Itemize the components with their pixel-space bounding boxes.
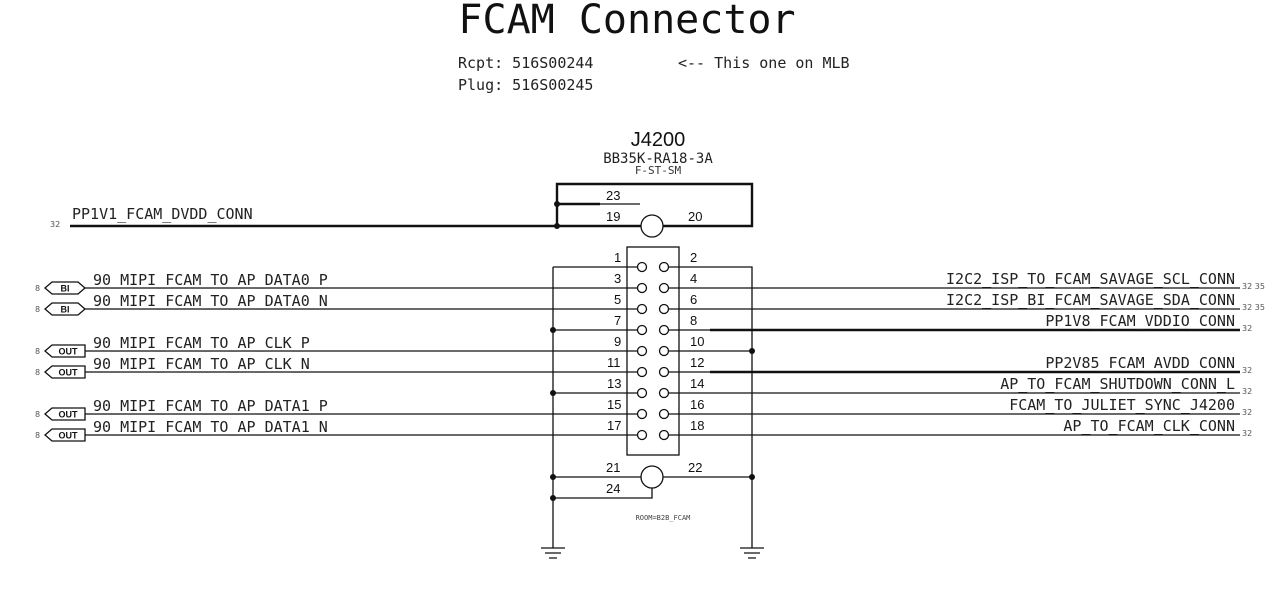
net-vddio: PP1V8_FCAM_VDDIO_CONN: [1045, 312, 1235, 330]
pin-circles: [636, 261, 670, 441]
pin-11-label: 11: [607, 355, 621, 370]
port-flag-out: OUT: [44, 407, 86, 421]
pin-21-label: 21: [606, 460, 620, 475]
port-flag-out: OUT: [44, 428, 86, 442]
pin-5-label: 5: [614, 292, 621, 307]
connector-refdes: J4200: [631, 129, 686, 151]
dvdd-page-ref: 32: [50, 220, 60, 229]
pin-12-label: 12: [690, 355, 704, 370]
junction-dot: [550, 495, 556, 501]
pin-6-label: 6: [690, 292, 697, 307]
svg-text:BI: BI: [61, 305, 70, 315]
pin-9-label: 9: [614, 334, 621, 349]
net-i2c-scl: I2C2_ISP_TO_FCAM_SAVAGE_SCL_CONN: [946, 270, 1235, 288]
left-ground-bus: [550, 266, 637, 548]
left-page-refs: 8 8 8 8 8 8: [35, 284, 40, 440]
pin-4-label: 4: [690, 271, 697, 286]
svg-text:8: 8: [35, 305, 40, 314]
pin-10-label: 10: [690, 334, 704, 349]
svg-text:OUT: OUT: [59, 410, 79, 420]
page-title: FCAM Connector: [458, 0, 795, 43]
junction-dot: [550, 474, 556, 480]
dvdd-net-label: PP1V1_FCAM_DVDD_CONN: [72, 205, 253, 223]
right-signal-wires: [669, 287, 1240, 436]
net-shutdown: AP_TO_FCAM_SHUTDOWN_CONN_L: [1000, 375, 1235, 393]
svg-text:8: 8: [35, 368, 40, 377]
net-juliet-sync: FCAM_TO_JULIET_SYNC_J4200: [1009, 396, 1235, 414]
pin-24-label: 24: [606, 481, 620, 496]
pin-15-label: 15: [607, 397, 621, 412]
svg-text:8: 8: [35, 284, 40, 293]
svg-text:32: 32: [1242, 429, 1252, 438]
pin-23-label: 23: [606, 188, 620, 203]
svg-text:32 35: 32 35: [1242, 303, 1265, 312]
connector-variant: F-ST-SM: [635, 164, 682, 177]
svg-text:OUT: OUT: [59, 347, 79, 357]
net-data1-p: 90_MIPI_FCAM_TO_AP_DATA1_P: [93, 397, 328, 415]
room-label: ROOM=B2B_FCAM: [636, 514, 691, 522]
pin-3-label: 3: [614, 271, 621, 286]
net-data0-n: 90_MIPI_FCAM_TO_AP_DATA0_N: [93, 292, 328, 310]
port-flag-out: OUT: [44, 344, 86, 358]
pin-16-label: 16: [690, 397, 704, 412]
junction-dot: [749, 474, 755, 480]
port-flag-bi: BI: [44, 302, 86, 316]
pin-numbers: 1 2 3 4 5 6 7 8 9 10 11 12 13 14 15 16 1…: [607, 250, 704, 433]
pin-19-label: 19: [606, 209, 620, 224]
pin-14-label: 14: [690, 376, 704, 391]
svg-text:BI: BI: [61, 284, 70, 294]
shield-pin-circle: [640, 465, 664, 489]
bottom-shield-loop: 21 22 24 ROOM=B2B_FCAM: [550, 460, 755, 522]
right-ground-bus: [669, 266, 755, 548]
mlb-note: <-- This one on MLB: [678, 54, 850, 72]
junction-dot: [554, 201, 560, 207]
left-net-labels: 90_MIPI_FCAM_TO_AP_DATA0_P 90_MIPI_FCAM_…: [93, 271, 328, 436]
svg-text:OUT: OUT: [59, 431, 79, 441]
net-data0-p: 90_MIPI_FCAM_TO_AP_DATA0_P: [93, 271, 328, 289]
ground-icon: [541, 547, 565, 559]
pin-2-label: 2: [690, 250, 697, 265]
left-signal-wires: [85, 287, 637, 436]
plug-note: Plug: 516S00245: [458, 76, 593, 94]
net-avdd: PP2V85_FCAM_AVDD_CONN: [1045, 354, 1235, 372]
svg-text:8: 8: [35, 410, 40, 419]
pin-22-label: 22: [688, 460, 702, 475]
receptacle-note: Rcpt: 516S00244: [458, 54, 593, 72]
port-flag-out: OUT: [44, 365, 86, 379]
pin-17-label: 17: [607, 418, 621, 433]
pin-7-label: 7: [614, 313, 621, 328]
pin-1-label: 1: [614, 250, 621, 265]
net-i2c-sda: I2C2_ISP_BI_FCAM_SAVAGE_SDA_CONN: [946, 291, 1235, 309]
svg-text:OUT: OUT: [59, 368, 79, 378]
top-shield-loop: 23 19 20: [554, 182, 754, 238]
svg-text:32: 32: [1242, 324, 1252, 333]
shield-pin-circle: [640, 214, 664, 238]
svg-text:8: 8: [35, 347, 40, 356]
pin-20-label: 20: [688, 209, 702, 224]
right-net-labels: I2C2_ISP_TO_FCAM_SAVAGE_SCL_CONN I2C2_IS…: [946, 270, 1235, 435]
svg-text:8: 8: [35, 431, 40, 440]
ground-icon: [740, 547, 764, 559]
net-data1-n: 90_MIPI_FCAM_TO_AP_DATA1_N: [93, 418, 328, 436]
right-page-refs: 32 35 32 35 32 32 32 32 32: [1242, 282, 1265, 438]
pin-18-label: 18: [690, 418, 704, 433]
port-flag-bi: BI: [44, 281, 86, 295]
svg-text:32: 32: [1242, 408, 1252, 417]
svg-text:32: 32: [1242, 387, 1252, 396]
svg-text:32 35: 32 35: [1242, 282, 1265, 291]
net-fcam-clk: AP_TO_FCAM_CLK_CONN: [1063, 417, 1235, 435]
net-clk-p: 90_MIPI_FCAM_TO_AP_CLK_P: [93, 334, 310, 352]
pin-8-label: 8: [690, 313, 697, 328]
pin-13-label: 13: [607, 376, 621, 391]
net-clk-n: 90_MIPI_FCAM_TO_AP_CLK_N: [93, 355, 310, 373]
left-port-flags: BI BI OUT OUT OUT OUT: [44, 281, 86, 442]
connector-part-number: BB35K-RA18-3A: [603, 151, 713, 167]
svg-text:32: 32: [1242, 366, 1252, 375]
